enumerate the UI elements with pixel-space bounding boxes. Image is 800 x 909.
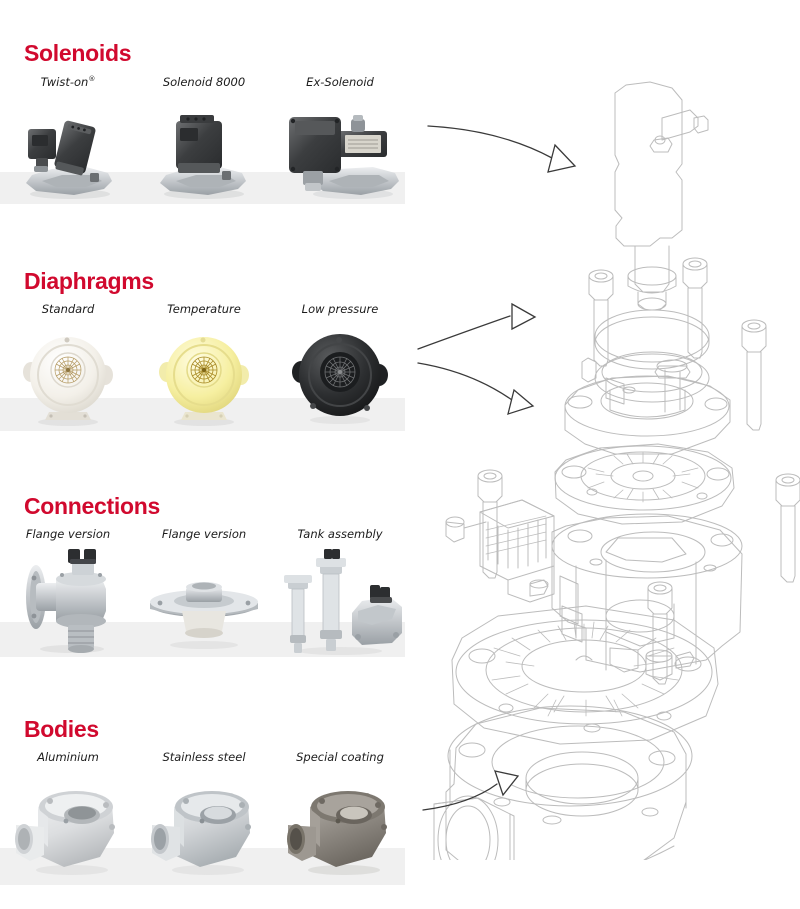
product-label-aluminium: Aluminium [37, 750, 99, 764]
products-bodies [0, 775, 410, 880]
product-image-diaphragm-temperature [136, 320, 272, 430]
products-solenoids [0, 95, 410, 203]
products-diaphragms [0, 320, 410, 430]
drawing-part-valve-body [433, 705, 693, 860]
product-label-flange-version-disc: Flange version [161, 527, 247, 541]
product-label-special-coating: Special coating [296, 750, 384, 764]
product-image-body-stainless [136, 775, 272, 880]
product-label-stainless-steel: Stainless steel [162, 750, 246, 764]
drawing-part-socket-head-bolts [477, 257, 800, 685]
product-label-standard: Standard [41, 302, 95, 316]
labels-connections: Flange version Flange version Tank assem… [0, 527, 410, 541]
labels-bodies: Aluminium Stainless steel Special coatin… [0, 750, 410, 764]
drawing-part-main-diaphragm [451, 605, 719, 745]
product-image-tank-assembly [272, 545, 408, 657]
labels-diaphragms: Standard Temperature Low pressure [0, 302, 410, 316]
drawing-part-side-manifold [445, 499, 555, 603]
product-label-solenoid-8000: Solenoid 8000 [162, 75, 246, 89]
section-title-connections: Connections [24, 493, 160, 519]
drawing-part-seal-ring [594, 309, 710, 403]
product-image-flange-disc [136, 545, 272, 657]
product-image-flange-valve [0, 545, 136, 657]
drawing-part-pilot-diaphragm [554, 443, 735, 525]
product-label-flange-version-valve: Flange version [25, 527, 111, 541]
section-title-diaphragms: Diaphragms [24, 268, 154, 294]
product-label-temperature: Temperature [167, 302, 241, 316]
drawing-part-bonnet-upper [564, 357, 731, 455]
product-label-ex-solenoid: Ex-Solenoid [306, 75, 374, 89]
product-image-diaphragm-low-pressure [272, 320, 408, 430]
exploded-valve-assembly-line-drawing [433, 81, 800, 860]
labels-solenoids: Twist-on® Solenoid 8000 Ex-Solenoid [0, 75, 410, 89]
section-title-solenoids: Solenoids [24, 40, 132, 66]
drawing-part-solenoid-stem [627, 245, 677, 311]
registered-trademark-icon: ® [88, 75, 96, 84]
product-image-solenoid-8000 [136, 95, 272, 203]
product-image-twist-on [0, 95, 136, 203]
product-label-low-pressure: Low pressure [301, 302, 379, 316]
drawing-part-bonnet-lower [551, 513, 743, 681]
section-solenoids: Solenoids Twist-on® Solenoid 8000 Ex-Sol… [0, 0, 410, 250]
product-image-ex-solenoid [272, 95, 408, 203]
product-image-body-special-coating [272, 775, 408, 880]
product-image-diaphragm-standard [0, 320, 136, 430]
product-image-body-aluminium [0, 775, 136, 880]
section-title-bodies: Bodies [24, 716, 99, 742]
product-label-tank-assembly: Tank assembly [297, 527, 383, 541]
product-label-twist-on: Twist-on® [40, 75, 96, 89]
drawing-part-solenoid-coil [614, 81, 709, 247]
products-connections [0, 545, 410, 657]
